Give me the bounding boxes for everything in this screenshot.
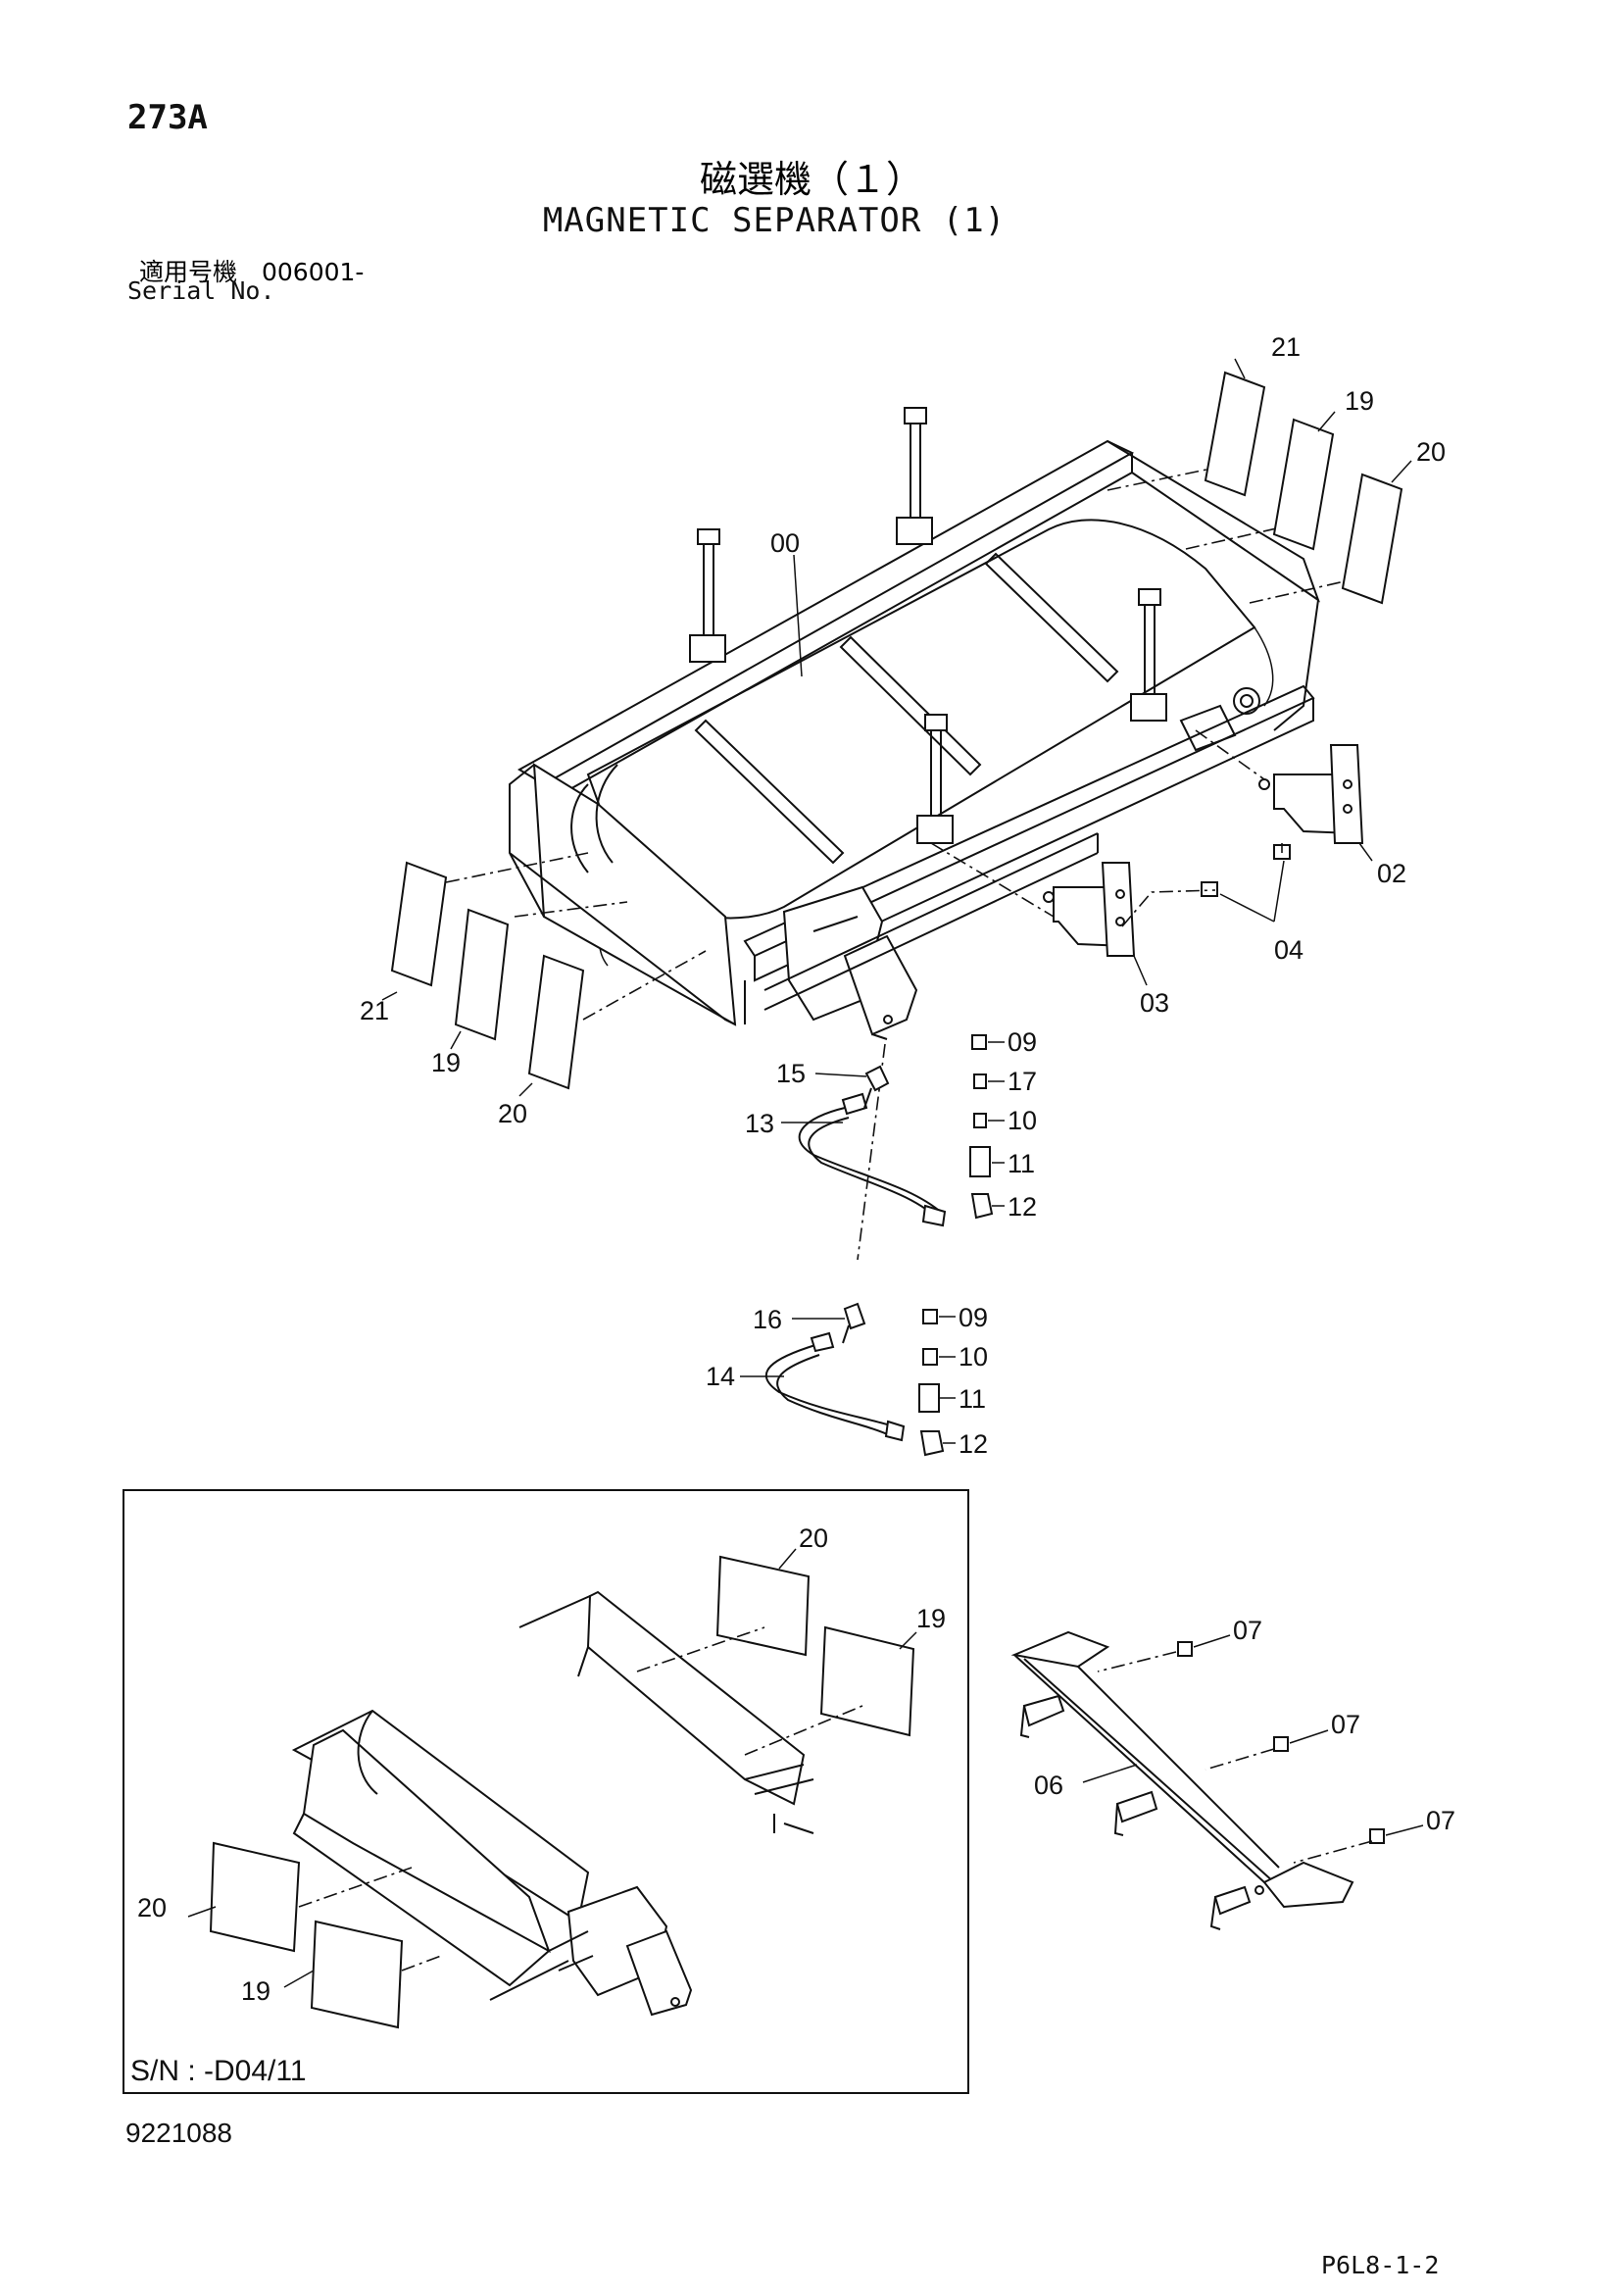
- page-code: 273A: [127, 98, 208, 137]
- callout-label: 09: [959, 1303, 988, 1332]
- callout-label: 11: [1008, 1149, 1035, 1178]
- decal-21-top: [1204, 371, 1266, 497]
- callout-label: 20: [1416, 437, 1446, 467]
- callout-label: 02: [1377, 859, 1406, 888]
- callout-label: 21: [360, 996, 389, 1025]
- decal-20-inset-bottom: [209, 1841, 301, 1953]
- inset-serial-range: S/N : -D04/11: [130, 2055, 307, 2087]
- bolt-04-b: [1201, 881, 1218, 897]
- fittings-stack-lower: [918, 1309, 945, 1457]
- callout-label: 07: [1233, 1616, 1262, 1645]
- decal-19-inset-bottom: [310, 1920, 404, 2029]
- bolt-07-b: [1273, 1736, 1289, 1752]
- decal-20-top: [1341, 473, 1403, 605]
- callout-label: 06: [1034, 1771, 1063, 1800]
- magnetic-separator-assembly: [509, 407, 1320, 1040]
- callout-label: 12: [959, 1429, 988, 1459]
- callout-label: 20: [137, 1893, 167, 1922]
- callout-label: 09: [1008, 1027, 1037, 1057]
- callout-label: 03: [1140, 988, 1169, 1018]
- callout-label: 04: [1274, 935, 1303, 965]
- decal-19-left: [454, 908, 510, 1041]
- callout-label: 10: [1008, 1106, 1037, 1135]
- decal-20-left: [527, 954, 585, 1090]
- callout-label: 10: [959, 1342, 988, 1372]
- callout-label: 07: [1426, 1806, 1455, 1835]
- callout-label: 19: [431, 1048, 461, 1077]
- callouts-inset: 20 19 20 19: [137, 1523, 946, 2006]
- decal-21-left: [390, 861, 448, 987]
- serial-applicability-japanese: 適用号機 006001-: [139, 258, 365, 286]
- decal-19-inset-top: [819, 1625, 915, 1737]
- page-reference: P6L8-1-2: [1321, 2251, 1440, 2279]
- inset-frame: [123, 1489, 969, 2094]
- decal-19-top: [1272, 418, 1335, 551]
- leader-lines: [381, 358, 1412, 1444]
- support-bracket-06: [1010, 1630, 1354, 1930]
- callout-label: 14: [706, 1362, 735, 1391]
- callout-label: 20: [498, 1099, 527, 1128]
- callout-label: 12: [1008, 1192, 1037, 1222]
- serial-label: Serial No.: [127, 276, 275, 305]
- inset-old-cover-assembly: [291, 1590, 814, 2017]
- hose-13: [798, 1092, 947, 1227]
- bolt-07-a: [1177, 1641, 1193, 1657]
- callout-label: 13: [745, 1109, 774, 1138]
- fittings-stack-upper: [969, 1034, 994, 1220]
- callout-label: 19: [241, 1976, 270, 2006]
- callout-label: 16: [753, 1305, 782, 1334]
- elbow-16: [843, 1302, 866, 1330]
- hanger-rods: [689, 407, 1167, 844]
- bracket-03: [1043, 862, 1136, 957]
- page-title-japanese: 磁選機（１）: [699, 158, 923, 201]
- decal-20-inset-top: [715, 1555, 811, 1657]
- bracket-02: [1258, 744, 1364, 844]
- callout-label: 00: [770, 528, 800, 558]
- document-number: 9221088: [125, 2118, 233, 2148]
- callout-label: 15: [776, 1059, 806, 1088]
- bracket-assembly-lines: [1097, 1651, 1373, 1864]
- callout-label: 11: [959, 1384, 986, 1414]
- callout-label: 19: [916, 1604, 946, 1633]
- bolt-07-c: [1369, 1828, 1385, 1844]
- callout-label: 17: [1008, 1067, 1037, 1096]
- callouts-main: 00 21 19 20 02 03 04 21 19 20 15 13 09 1…: [360, 332, 1446, 1459]
- inset-assembly-lines: [298, 1626, 863, 1972]
- callout-label: 20: [799, 1523, 828, 1553]
- callout-label: 21: [1271, 332, 1301, 362]
- hose-14: [764, 1331, 906, 1442]
- callout-label: 07: [1331, 1710, 1360, 1739]
- callouts-bracket: 07 07 07 06: [1034, 1616, 1455, 1835]
- elbow-15: [864, 1065, 890, 1092]
- callout-label: 19: [1345, 386, 1374, 416]
- page-title: MAGNETIC SEPARATOR (1): [542, 201, 1007, 240]
